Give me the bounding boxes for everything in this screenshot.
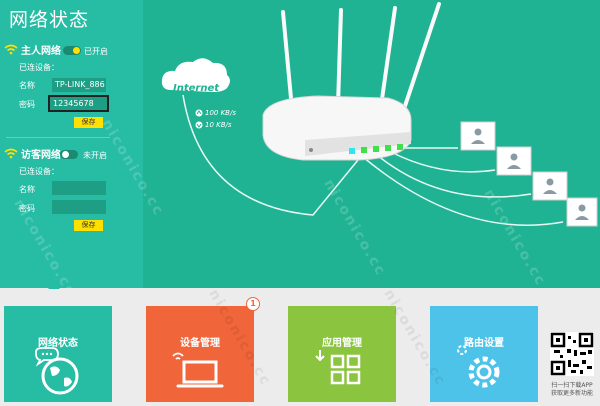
main-network-label: 主人网络 (21, 46, 61, 57)
upload-speed: 100 KB/s (205, 109, 236, 117)
divider (6, 137, 110, 138)
main-network-header: 主人网络 (4, 42, 61, 57)
tile-network-status[interactable]: 网络状态 (4, 306, 112, 402)
tile-label: 路由设置 (464, 338, 504, 349)
globe-icon (35, 347, 79, 395)
main-ssid-field[interactable]: TP-LINK_886 (52, 78, 106, 92)
main-name-label: 名称 (19, 81, 35, 90)
top-area: 网络状态 主人网络 已开启 已连设备： 名称 TP-LINK_886 密码 12… (0, 0, 600, 288)
main-connected-devices-label: 已连设备： (19, 63, 59, 72)
topology-diagram: Internet 100 KB/s 10 KB/s (143, 0, 600, 288)
guest-network-label: 访客网络 (21, 150, 61, 161)
tile-label: 应用管理 (322, 338, 362, 349)
guest-save-button[interactable]: 保存 (74, 220, 103, 231)
device-count-badge: 1 (246, 297, 260, 311)
main-network-toggle[interactable] (63, 46, 81, 55)
device-card (460, 121, 496, 151)
toggle-knob (62, 151, 69, 158)
guest-password-label: 密码 (19, 204, 35, 213)
tile-router-settings[interactable]: 路由设置 (430, 306, 538, 402)
guest-network-header: 访客网络 (4, 146, 61, 161)
toggle-knob (73, 47, 80, 54)
apps-grid-icon (315, 350, 361, 385)
guest-network-status: 未开启 (83, 151, 107, 160)
wifi-icon (4, 44, 18, 55)
qr-code (550, 332, 594, 376)
main-save-button[interactable]: 保存 (74, 117, 103, 128)
guest-name-label: 名称 (19, 185, 35, 194)
main-password-label: 密码 (19, 100, 35, 109)
tile-label: 设备管理 (180, 338, 220, 349)
page-title: 网络状态 (9, 9, 90, 31)
main-password-field[interactable]: 12345678 (48, 95, 109, 112)
qr-caption-1: 扫一扫下载APP (551, 382, 593, 389)
tile-label: 网络状态 (38, 338, 78, 349)
tile-app-management[interactable]: 应用管理 (288, 306, 396, 402)
internet-label: Internet (173, 83, 220, 94)
tile-device-management[interactable]: 设备管理 (146, 306, 254, 402)
network-status-panel: 网络状态 主人网络 已开启 已连设备： 名称 TP-LINK_886 密码 12… (0, 0, 143, 288)
active-tile-pointer (48, 283, 60, 289)
gear-icon (457, 345, 500, 388)
download-speed: 10 KB/s (205, 121, 232, 129)
topology-lines (161, 2, 598, 227)
guest-password-field[interactable] (52, 200, 106, 214)
laptop-icon (172, 352, 224, 388)
main-network-status: 已开启 (84, 47, 108, 56)
guest-network-toggle[interactable] (60, 150, 78, 159)
guest-ssid-field[interactable] (52, 181, 106, 195)
qr-caption-2: 获取更多新功能 (550, 390, 593, 397)
guest-connected-devices-label: 已连设备： (19, 167, 59, 176)
bottom-navigation: 网络状态 设备管理 应用管理 路由设置 (0, 288, 600, 406)
internet-cloud (161, 58, 230, 92)
wifi-icon (4, 148, 18, 159)
